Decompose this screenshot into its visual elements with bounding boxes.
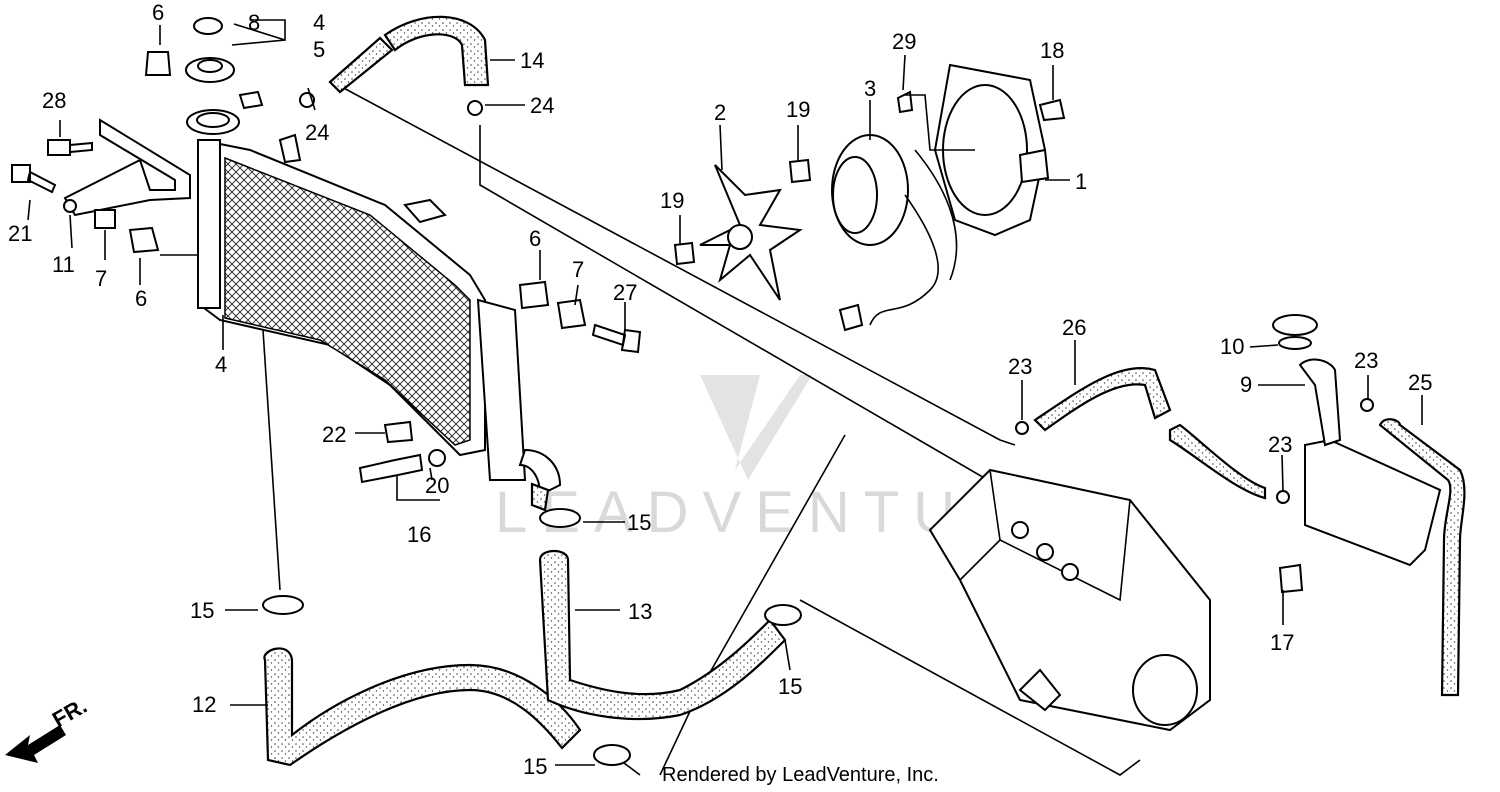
callout-1: 1 <box>1075 169 1087 194</box>
callout-23: 23 <box>1008 354 1032 379</box>
callout-21: 21 <box>8 221 32 246</box>
callout-15: 15 <box>190 598 214 623</box>
callout-2: 2 <box>714 100 726 125</box>
callout-7: 7 <box>572 257 584 282</box>
callout-11: 11 <box>52 252 75 277</box>
callout-9: 9 <box>1240 372 1252 397</box>
short-leaders <box>27 19 1423 766</box>
callout-18: 18 <box>1040 38 1064 63</box>
bracket <box>63 118 191 217</box>
footer-credit: Rendered by LeadVenture, Inc. <box>662 764 939 786</box>
callout-24: 24 <box>305 120 329 145</box>
callout-6: 6 <box>152 0 164 25</box>
leader-lines <box>160 84 1141 776</box>
clamps <box>262 92 1374 766</box>
reservoir-tank <box>1272 314 1442 567</box>
radiator <box>186 109 562 497</box>
callout-25: 25 <box>1408 370 1432 395</box>
callout-28: 28 <box>42 88 66 113</box>
fan-assembly <box>699 63 1050 332</box>
callout-24: 24 <box>530 93 554 118</box>
callouts: 6 8 4 5 14 24 24 28 21 11 7 6 4 2 19 19 … <box>8 0 1432 779</box>
callout-7: 7 <box>95 266 107 291</box>
engine-block <box>928 468 1211 732</box>
callout-4: 4 <box>215 352 227 377</box>
callout-3: 3 <box>864 76 876 101</box>
bolts <box>11 51 1304 594</box>
callout-10: 10 <box>1220 334 1244 359</box>
callout-13: 13 <box>628 599 652 624</box>
callout-12: 12 <box>192 692 216 717</box>
callout-23: 23 <box>1354 348 1378 373</box>
hoses <box>263 15 1466 767</box>
callout-4: 4 <box>313 10 325 35</box>
direction-arrow: FR. <box>5 693 91 763</box>
front-arrow-icon <box>5 725 66 763</box>
callout-15: 15 <box>523 754 547 779</box>
callout-19: 19 <box>786 97 810 122</box>
callout-6: 6 <box>529 226 541 251</box>
callout-5: 5 <box>313 37 325 62</box>
callout-29: 29 <box>892 29 916 54</box>
callout-23: 23 <box>1268 432 1292 457</box>
direction-label: FR. <box>48 693 91 732</box>
callout-22: 22 <box>322 422 346 447</box>
callout-8: 8 <box>248 10 260 35</box>
callout-15: 15 <box>778 674 802 699</box>
callout-6: 6 <box>135 286 147 311</box>
callout-20: 20 <box>425 473 449 498</box>
callout-17: 17 <box>1270 630 1294 655</box>
callout-27: 27 <box>613 280 637 305</box>
callout-15: 15 <box>627 510 651 535</box>
callout-16: 16 <box>407 522 431 547</box>
radiator-cap <box>185 17 235 83</box>
callout-26: 26 <box>1062 315 1086 340</box>
callout-19: 19 <box>660 188 684 213</box>
callout-14: 14 <box>520 48 544 73</box>
